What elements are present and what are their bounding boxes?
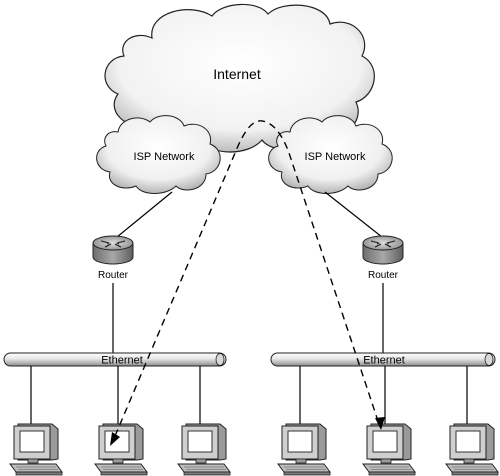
workstation-icon (177, 423, 231, 476)
workstation-icon (9, 423, 63, 476)
isp-cloud-right: ISP Network (268, 115, 393, 194)
internet-label: Internet (213, 66, 261, 82)
isp-cloud-left: ISP Network (96, 115, 221, 194)
router-icon (92, 235, 134, 265)
cloud-icon (268, 115, 393, 194)
ethernet-segment-right: Ethernet (270, 352, 496, 367)
ethernet-segment-left: Ethernet (3, 352, 227, 367)
workstation-icon (445, 423, 499, 476)
workstation-icon (94, 423, 148, 476)
router-left: Router (92, 235, 134, 281)
arrowhead-left-icon (110, 432, 120, 446)
ethernet-bus-icon (3, 352, 227, 367)
router-right: Router (362, 235, 404, 281)
workstation-icon (277, 423, 331, 476)
link-isp-left-to-router-left (116, 191, 173, 238)
dashed-path-line (114, 120, 380, 437)
cloud-icon (96, 115, 221, 194)
router-icon (362, 235, 404, 265)
router-label-left: Router (98, 270, 129, 281)
workstation-icon (362, 423, 416, 476)
isp-network-label-left: ISP Network (134, 151, 195, 163)
ethernet-bus-icon (270, 352, 496, 367)
packet-path (110, 120, 385, 446)
workstation-drops (30, 366, 468, 426)
isp-network-label-right: ISP Network (305, 151, 366, 163)
ethernet-label-right: Ethernet (363, 355, 405, 367)
ethernet-label-left: Ethernet (101, 355, 143, 367)
router-label-right: Router (368, 270, 399, 281)
arrowhead-right-icon (375, 417, 385, 430)
link-isp-right-to-router-right (324, 191, 383, 238)
